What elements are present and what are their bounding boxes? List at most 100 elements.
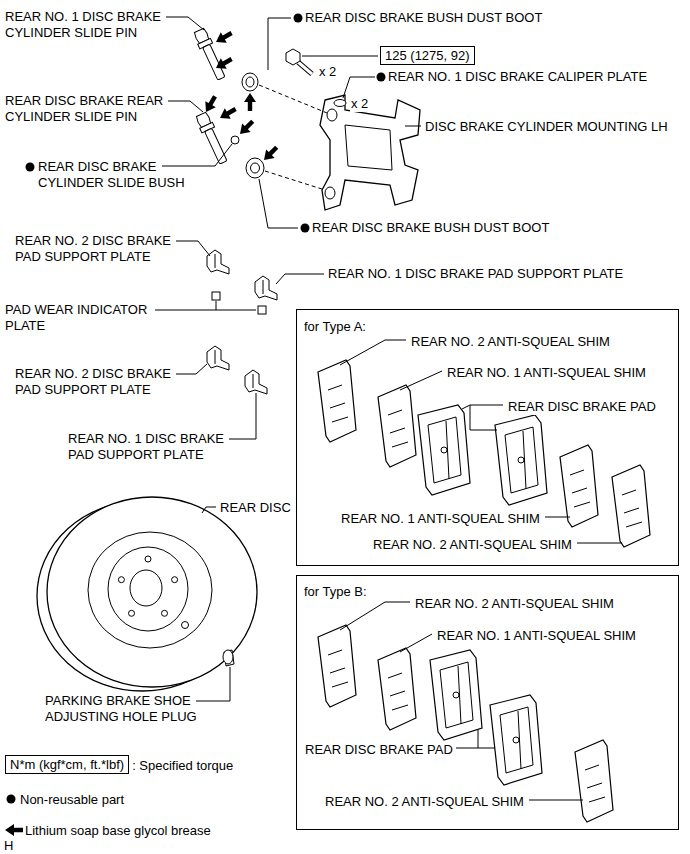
pad-wear-indicator (258, 306, 266, 314)
leader-line (462, 405, 503, 430)
unit-box: N*m (kgf*cm, ft.*lbf) (5, 755, 129, 774)
grease-arrow (260, 143, 281, 164)
leader-line (400, 634, 432, 652)
anti-squeal-shim (318, 625, 356, 707)
dust-boot (231, 73, 264, 178)
panel-heading: for Type B: (304, 584, 367, 600)
figure-code: H (4, 838, 13, 854)
torque-box: 125 (1275, 92) (380, 46, 475, 65)
rear-disc (118, 577, 124, 583)
part-label: REAR DISC BRAKE BUSH DUST BOOT (312, 220, 549, 236)
rear-disc (130, 570, 162, 606)
part-name: REAR NO. 2 ANTI-SQUEAL SHIM (325, 794, 524, 810)
non-reusable-dot (377, 73, 386, 82)
non-reusable-dot (294, 14, 303, 23)
bolt (286, 49, 300, 65)
part-label: DISC BRAKE CYLINDER MOUNTING LH (425, 119, 668, 135)
pad-wear-indicator (212, 292, 266, 314)
type-panel: for Type B: REAR NO. 2 ANTI-SQUEAL SHIM RE… (296, 575, 679, 830)
brake-pad (418, 405, 470, 495)
part-label: REAR DISC BRAKE REAR CYLINDER SLIDE PIN (5, 93, 185, 125)
pad-wear-indicator (212, 292, 220, 300)
leader-line (229, 393, 256, 439)
brake-pad (430, 650, 482, 740)
legend-text: : Specified torque (132, 758, 233, 774)
part-name: REAR NO. 2 ANTI-SQUEAL SHIM (373, 537, 572, 553)
cylinder-mounting (325, 187, 335, 199)
leader-line (340, 340, 406, 365)
panel-heading: for Type A: (304, 319, 366, 335)
anti-squeal-shim (612, 465, 650, 547)
grease-arrow (5, 28, 281, 836)
non-reusable-dot (301, 224, 310, 233)
dust-boot (251, 163, 260, 173)
part-label: REAR NO. 1 DISC BRAKE PAD SUPPORT PLATE (68, 431, 243, 463)
leader-line (276, 274, 324, 284)
cylinder-mounting (327, 109, 337, 121)
non-reusable-dot (7, 14, 386, 804)
brake-pad (418, 405, 547, 785)
rear-disc (172, 577, 178, 583)
dust-boot (231, 136, 239, 144)
hole-plug (223, 650, 233, 664)
dust-boot (242, 73, 258, 91)
grease-arrow (213, 28, 235, 47)
part-label: x 2 (318, 64, 337, 80)
part-name: REAR NO. 1 ANTI-SQUEAL SHIM (447, 365, 646, 381)
part-name: N*m (kgf*cm, ft.*lbf) (10, 757, 124, 772)
part-label: PAD WEAR INDICATOR PLATE (5, 302, 170, 334)
leader-line (162, 144, 232, 166)
cylinder-mounting (320, 95, 420, 210)
leader-line (302, 56, 378, 57)
anti-squeal-shim (560, 445, 598, 527)
part-label: REAR NO. 1 DISC BRAKE CYLINDER SLIDE PIN (5, 9, 190, 41)
leader-line (405, 126, 421, 127)
rear-disc (182, 622, 189, 629)
grease-arrow (201, 93, 220, 115)
grease-arrow (213, 54, 235, 73)
brake-pad (490, 695, 542, 785)
leader-line (176, 241, 210, 256)
part-name: 125 (1275, 92) (385, 48, 470, 63)
leader-line (340, 602, 410, 630)
slide-pin (195, 111, 230, 165)
pad-support-plate (245, 370, 267, 394)
part-label: REAR DISC BRAKE BUSH DUST BOOT (305, 10, 542, 26)
part-name: REAR DISC BRAKE PAD (508, 399, 656, 415)
rear-disc (145, 556, 151, 562)
anti-squeal-shim (378, 648, 416, 730)
leader-line (545, 517, 570, 518)
anti-squeal-shim (575, 740, 613, 822)
bolt (298, 62, 312, 74)
leader-line (196, 667, 230, 701)
dashed-line (259, 85, 327, 113)
dust-boot (246, 77, 254, 87)
rear-disc (162, 610, 168, 616)
anti-squeal-shim (378, 385, 416, 467)
rear-disc (129, 610, 135, 616)
part-label: REAR NO. 2 DISC BRAKE PAD SUPPORT PLATE (15, 366, 190, 398)
cylinder-mounting (345, 125, 392, 170)
part-label: x 2 (350, 96, 369, 112)
part-label: REAR DISC (220, 500, 291, 516)
rear-disc (88, 532, 212, 648)
part-name: REAR DISC BRAKE PAD (305, 742, 453, 758)
leader-line (268, 18, 291, 70)
leader-line (529, 800, 583, 801)
slide-pin (193, 27, 230, 165)
part-label: REAR NO. 2 DISC BRAKE PAD SUPPORT PLATE (15, 233, 190, 265)
pad-support-plate (207, 250, 277, 394)
bolt (298, 62, 312, 74)
grease-arrow (244, 93, 256, 111)
part-name: REAR NO. 1 ANTI-SQUEAL SHIM (437, 628, 636, 644)
dust-boot (246, 158, 264, 178)
hole-plug (224, 650, 234, 666)
bolt (286, 49, 312, 74)
non-reusable-dot (26, 163, 35, 172)
leader-line (400, 371, 442, 390)
brake-pad (495, 415, 547, 505)
non-reusable-dot (7, 795, 16, 804)
leader-line (168, 101, 203, 112)
grease-arrow (5, 824, 23, 836)
